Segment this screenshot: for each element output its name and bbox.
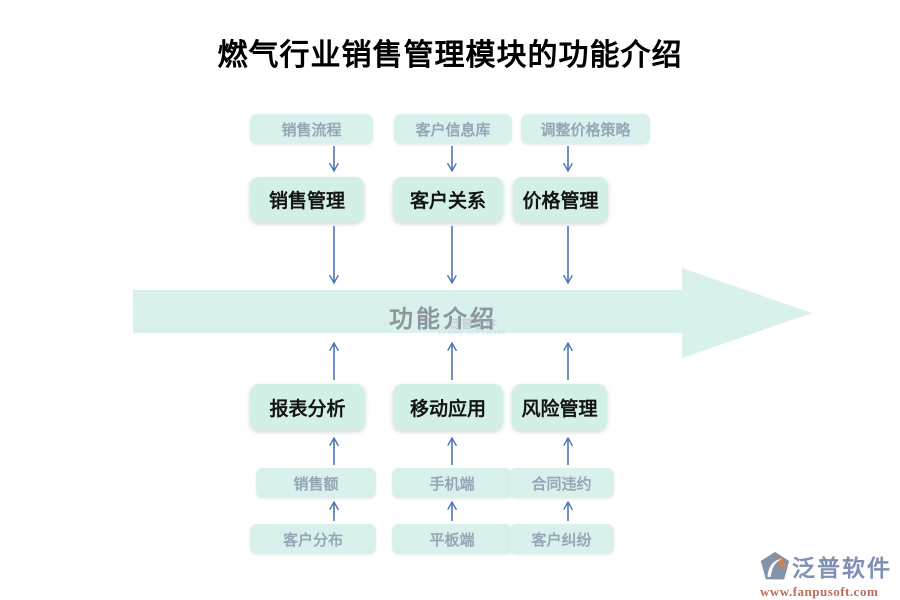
module-box-customer-rel: 客户关系 [393, 177, 503, 222]
banner-label: 功能介绍 [389, 306, 497, 333]
source-box-customer-db: 客户信息库 [394, 114, 512, 144]
module-box-price-mgmt: 价格管理 [513, 177, 608, 222]
function-box-report-analysis: 报表分析 [250, 384, 365, 430]
detail-box-contract-breach: 合同违约 [509, 468, 614, 498]
module-box-sales-mgmt: 销售管理 [250, 177, 364, 222]
banner-arrow-shape [133, 268, 812, 358]
fanpu-logo-icon [760, 551, 790, 580]
source-box-price-strategy: 调整价格策略 [521, 114, 650, 144]
detail-box-customer-distribution: 客户分布 [250, 524, 376, 554]
function-box-risk-mgmt: 风险管理 [512, 384, 607, 430]
detail-box-tablet-client: 平板端 [392, 524, 512, 554]
detail-box-phone-client: 手机端 [392, 468, 512, 498]
diagram-title: 燃气行业销售管理模块的功能介绍 [217, 39, 683, 72]
footer-logo: 泛普软件 www.fanpusoft.com [760, 549, 900, 600]
detail-box-sales-amount: 销售额 [256, 468, 376, 498]
function-box-mobile-app: 移动应用 [393, 384, 503, 430]
detail-box-customer-dispute: 客户纠纷 [509, 524, 614, 554]
brand-name: 泛普软件 [792, 555, 892, 581]
source-box-sales-process: 销售流程 [250, 114, 373, 144]
brand-website: www.fanpusoft.com [760, 584, 879, 599]
